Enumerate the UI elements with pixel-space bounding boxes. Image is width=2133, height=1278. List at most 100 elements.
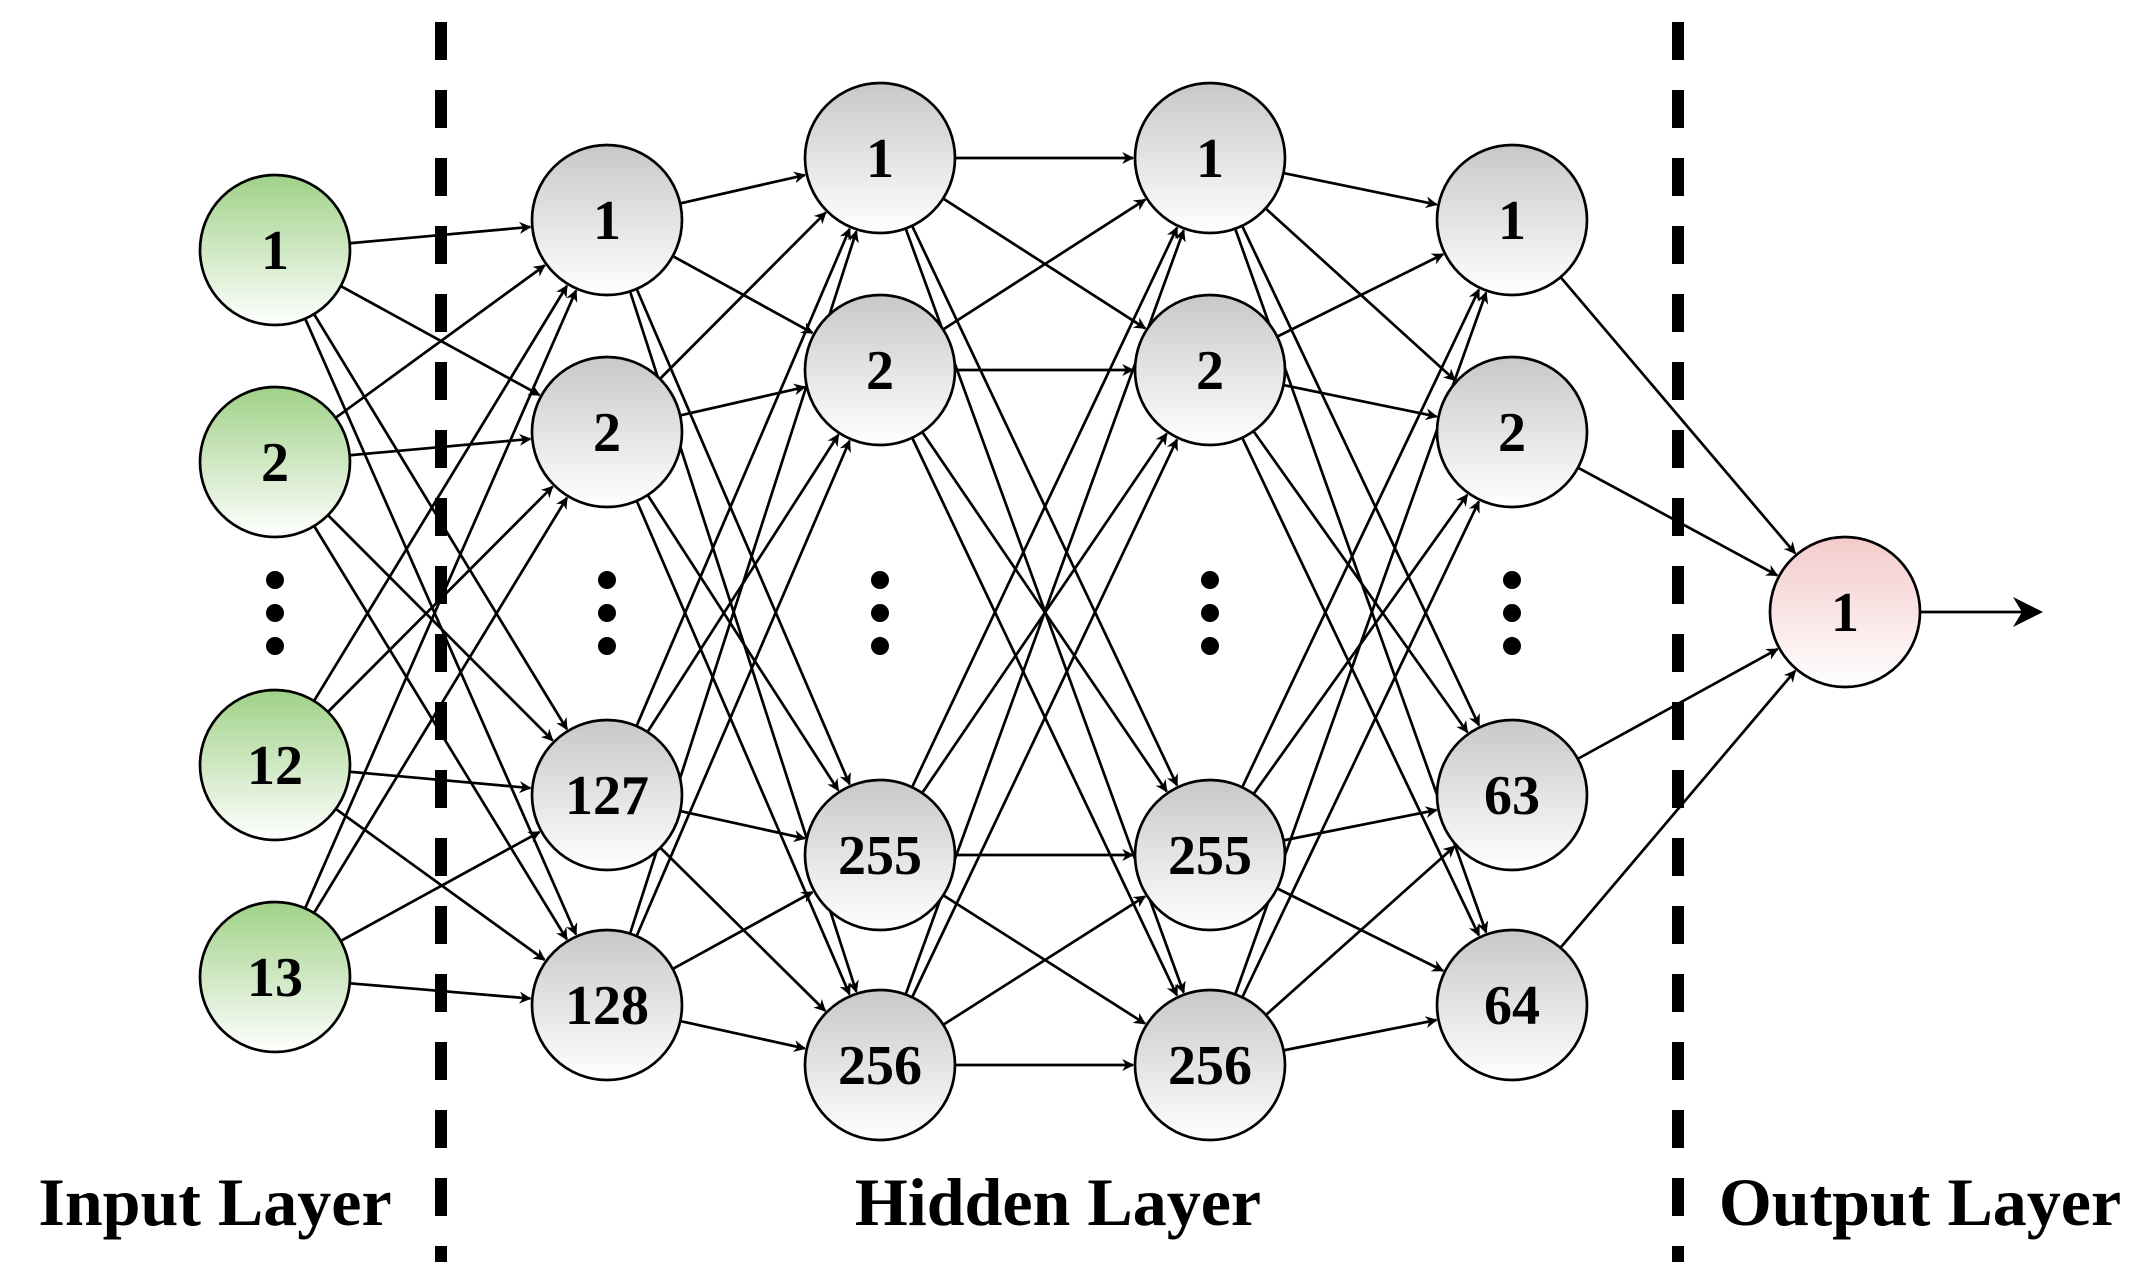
connection-h3-2-to-h4-2: [1283, 383, 1438, 421]
node-h2-1: 1: [803, 81, 957, 235]
node-circle: [1435, 355, 1589, 509]
ellipsis-dot-h3: [1201, 571, 1219, 589]
node-h4-1: 1: [1435, 143, 1589, 297]
node-label: 255: [1168, 825, 1252, 887]
connection-h1-128-to-h2-256: [679, 1019, 806, 1053]
ellipsis-dot-h3: [1201, 604, 1219, 622]
node-label: 13: [247, 947, 303, 1009]
node-label: 128: [565, 975, 649, 1037]
node-circle: [803, 81, 957, 235]
node-input-12: 12: [198, 688, 352, 842]
ellipsis-dot-input: [266, 637, 284, 655]
node-label: 1: [1498, 190, 1526, 252]
connection-input-2-to-h1-127: [326, 514, 554, 742]
connection-h3-256-to-h4-2: [1241, 500, 1481, 998]
node-label: 2: [1498, 402, 1526, 464]
node-h4-2: 2: [1435, 355, 1589, 509]
node-label: 64: [1484, 975, 1540, 1037]
connection-h3-2-to-h4-63: [1252, 430, 1469, 734]
node-label: 1: [1831, 582, 1859, 644]
connection-h1-128-to-h2-2: [635, 439, 851, 937]
connection-h2-256-to-h3-2: [910, 438, 1179, 998]
node-label: 127: [565, 765, 649, 827]
connection-h2-256-to-h3-255: [942, 895, 1147, 1026]
node-h1-128: 128: [530, 928, 684, 1082]
connection-h3-2-to-h4-64: [1240, 437, 1481, 937]
node-h3-255: 255: [1133, 778, 1287, 932]
connection-h1-1-to-h2-255: [635, 288, 851, 786]
connection-h3-255-to-h4-1: [1240, 288, 1481, 788]
node-label: 1: [593, 190, 621, 252]
connection-h1-2-to-h2-1: [658, 211, 827, 380]
ellipsis-dot-h3: [1201, 637, 1219, 655]
node-input-13: 13: [198, 900, 352, 1054]
node-circle: [198, 688, 352, 842]
node-circle: [1768, 535, 1922, 689]
node-circle: [803, 988, 957, 1142]
connection-h3-1-to-h4-63: [1240, 225, 1481, 727]
node-h1-1: 1: [530, 143, 684, 297]
connection-h2-255-to-h3-1: [910, 226, 1179, 788]
ellipsis-dot-h1: [598, 604, 616, 622]
connection-h4-64-to-output-1: [1559, 669, 1797, 949]
node-label: 2: [866, 340, 894, 402]
node-h3-1: 1: [1133, 81, 1287, 235]
node-circle: [1133, 988, 1287, 1142]
node-circle: [530, 718, 684, 872]
connection-h3-256-to-h4-63: [1265, 845, 1456, 1017]
node-h2-256: 256: [803, 988, 957, 1142]
node-label: 2: [1196, 340, 1224, 402]
node-circle: [530, 355, 684, 509]
connection-h3-2-to-h4-1: [1276, 253, 1445, 338]
node-label: 1: [866, 128, 894, 190]
connection-h3-255-to-h4-63: [1283, 806, 1438, 842]
node-circle: [1435, 718, 1589, 872]
ellipsis-dot-h1: [598, 637, 616, 655]
node-label: 63: [1484, 765, 1540, 827]
node-label: 256: [838, 1035, 922, 1097]
connection-h2-2-to-h3-1: [942, 198, 1147, 331]
ellipsis-dot-input: [266, 604, 284, 622]
output-layer-label: Output Layer: [1719, 1164, 2121, 1240]
node-circle: [1133, 778, 1287, 932]
node-circle: [198, 173, 352, 327]
ellipsis-dot-h4: [1503, 637, 1521, 655]
connection-h3-1-to-h4-1: [1283, 171, 1438, 209]
node-h1-127: 127: [530, 718, 684, 872]
connection-input-12-to-h1-128: [334, 807, 546, 961]
hidden-layer-label: Hidden Layer: [855, 1164, 1261, 1240]
node-circle: [530, 928, 684, 1082]
connection-h1-2-to-h2-2: [679, 383, 807, 417]
node-circle: [1133, 293, 1287, 447]
connection-h4-1-to-output-1: [1559, 276, 1797, 555]
node-input-2: 2: [198, 385, 352, 539]
node-circle: [530, 143, 684, 297]
node-h4-63: 63: [1435, 718, 1589, 872]
node-h1-2: 2: [530, 355, 684, 509]
ellipsis-dot-h2: [871, 637, 889, 655]
connection-h3-256-to-h4-64: [1283, 1016, 1438, 1052]
node-circle: [198, 900, 352, 1054]
input-layer-label: Input Layer: [38, 1164, 391, 1240]
node-circle: [1133, 81, 1287, 235]
connection-h1-2-to-h2-256: [635, 500, 851, 996]
node-input-1: 1: [198, 173, 352, 327]
ellipses: [266, 571, 1521, 655]
node-circle: [803, 778, 957, 932]
connection-input-12-to-h1-1: [312, 284, 569, 702]
node-label: 256: [1168, 1035, 1252, 1097]
ellipsis-dot-h4: [1503, 571, 1521, 589]
node-circle: [803, 293, 957, 447]
node-h4-64: 64: [1435, 928, 1589, 1082]
node-circle: [1435, 928, 1589, 1082]
ellipsis-dot-h4: [1503, 604, 1521, 622]
node-h2-2: 2: [803, 293, 957, 447]
node-h3-256: 256: [1133, 988, 1287, 1142]
connection-h1-127-to-h2-255: [679, 809, 806, 843]
node-circle: [198, 385, 352, 539]
node-label: 1: [261, 220, 289, 282]
ellipsis-dot-h2: [871, 571, 889, 589]
node-output-1: 1: [1768, 535, 1922, 689]
connection-h1-127-to-h2-1: [635, 227, 851, 727]
